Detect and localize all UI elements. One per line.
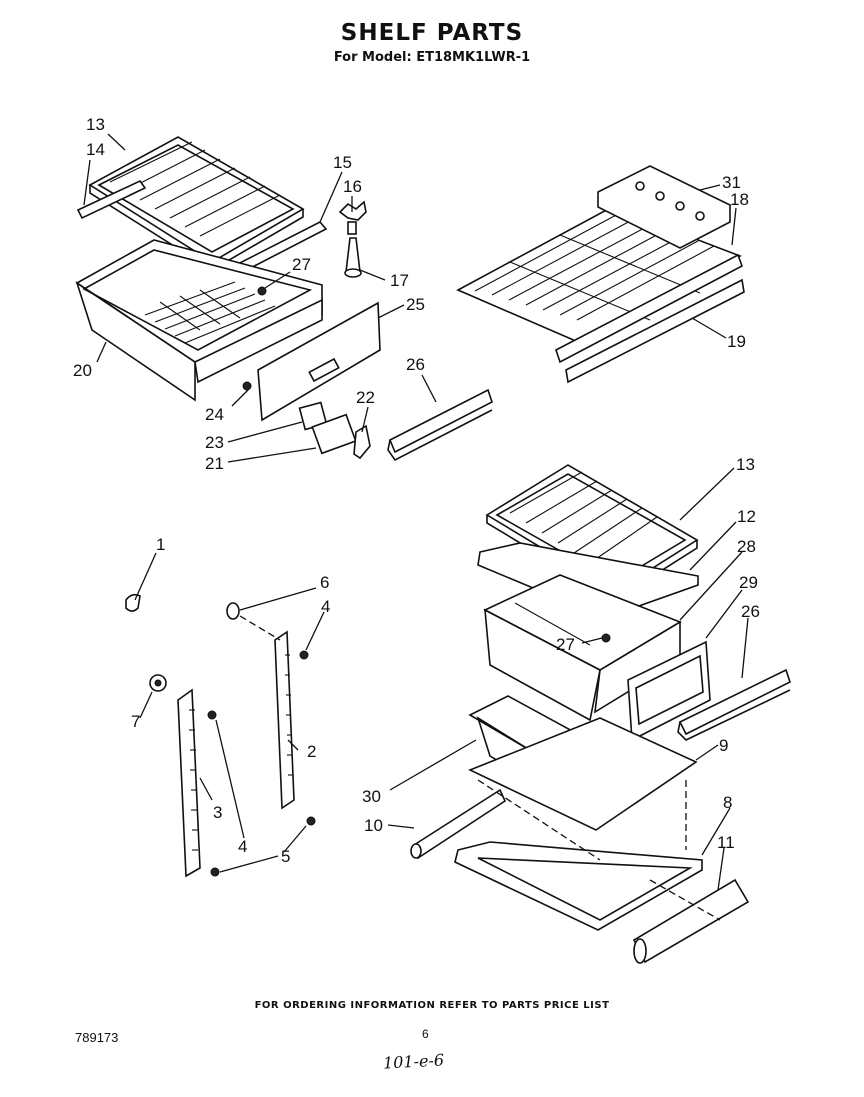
part-20-crisper-pan — [75, 239, 323, 402]
part-26-trim-lower — [677, 668, 791, 741]
part-27-screw-b — [601, 633, 611, 643]
ordering-info-note: FOR ORDERING INFORMATION REFER TO PARTS … — [254, 1000, 610, 1011]
callout-27: 27 — [292, 255, 311, 274]
part-8-shelf-frame — [454, 841, 703, 931]
part-26-trim-upper — [387, 388, 493, 462]
part-16-bracket — [338, 200, 367, 235]
model-subtitle: For Model: ET18MK1LWR-1 — [333, 50, 531, 65]
callout-28: 28 — [737, 537, 756, 556]
part-11-tube-trim — [632, 878, 750, 964]
callout-23: 23 — [205, 433, 224, 452]
part-12-cover-frame — [477, 542, 699, 619]
part-19-shelf-trim — [555, 253, 745, 384]
part-24-screw — [242, 381, 252, 391]
callout-2: 2 — [307, 742, 316, 761]
callout-18: 18 — [730, 190, 749, 209]
callout-5: 5 — [281, 847, 290, 866]
callout-27b: 27 — [556, 635, 575, 654]
callout-30: 30 — [362, 787, 381, 806]
callout-4a: 4 — [321, 597, 330, 616]
part-13-top-shelf — [88, 136, 305, 271]
callout-25: 25 — [406, 295, 425, 314]
callout-15: 15 — [333, 153, 352, 172]
callout-13: 13 — [86, 115, 105, 134]
part-2-short-ladder — [274, 630, 295, 810]
part-29-pan-front — [627, 640, 711, 742]
callout-24: 24 — [205, 405, 224, 424]
part-4-screws — [207, 650, 309, 720]
callout-3: 3 — [213, 803, 222, 822]
callout-10: 10 — [364, 816, 383, 835]
callout-19: 19 — [727, 332, 746, 351]
callout-26: 26 — [406, 355, 425, 374]
part-21-slide-cover — [311, 413, 357, 455]
part-25-front-panel — [257, 301, 381, 422]
callout-14: 14 — [86, 140, 105, 159]
part-6-cap — [226, 602, 240, 620]
callout-1: 1 — [156, 535, 165, 554]
callout-4b: 4 — [238, 837, 247, 856]
callout-9: 9 — [719, 736, 728, 755]
part-5-screws — [210, 816, 316, 877]
part-17-knob — [344, 237, 362, 278]
page-title: SHELF PARTS — [340, 20, 524, 46]
callout-26b: 26 — [741, 602, 760, 621]
callout-11: 11 — [717, 833, 735, 852]
part-10-front-trim — [410, 788, 507, 860]
callout-12: 12 — [737, 507, 756, 526]
leader-lines — [83, 133, 749, 891]
part-22-clip — [353, 424, 371, 460]
callout-20: 20 — [73, 361, 92, 380]
callout-22: 22 — [356, 388, 375, 407]
part-14-shelf-rail — [76, 179, 147, 220]
callout-7: 7 — [131, 712, 140, 731]
part-7-bumper — [149, 674, 167, 692]
part-3-long-ladder — [177, 688, 201, 878]
callout-16: 16 — [343, 177, 362, 196]
part-31-egg-tray — [597, 165, 731, 249]
part-9-glass-shelf — [468, 717, 698, 831]
callout-17: 17 — [390, 271, 409, 290]
document-number: 789173 — [75, 1030, 119, 1045]
part-1-bracket-clip — [125, 593, 141, 612]
callout-8: 8 — [723, 793, 732, 812]
callout-6: 6 — [320, 573, 329, 592]
part-27-screw-a — [257, 286, 267, 296]
handwritten-note: 101-e-6 — [382, 1050, 445, 1073]
callout-13b: 13 — [736, 455, 755, 474]
callout-labels: 13 14 15 16 17 27 25 20 24 26 22 23 21 3… — [73, 115, 760, 866]
page-number: 6 — [422, 1027, 429, 1041]
callout-29: 29 — [739, 573, 758, 592]
callout-21: 21 — [205, 454, 224, 473]
callout-31: 31 — [722, 173, 741, 192]
